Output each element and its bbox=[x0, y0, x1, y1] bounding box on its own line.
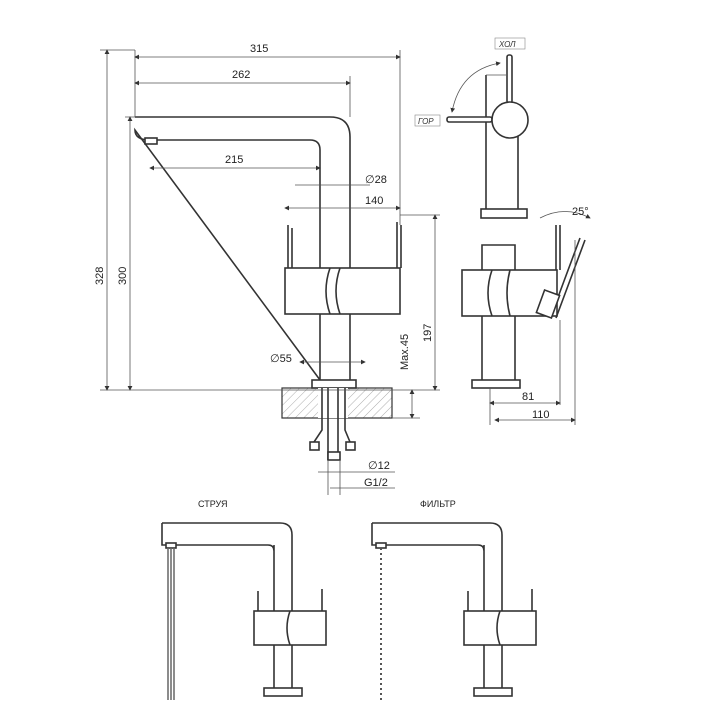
hot-label: ГОР bbox=[418, 117, 434, 126]
cold-label: ХОЛ bbox=[498, 40, 516, 49]
dim-300: 300 bbox=[117, 267, 129, 285]
dim-81: 81 bbox=[522, 391, 534, 403]
mode-filter-label: ФИЛЬТР bbox=[420, 499, 456, 509]
dim-110: 110 bbox=[532, 409, 550, 421]
dim-328: 328 bbox=[94, 267, 106, 285]
dim-140: 140 bbox=[365, 195, 383, 207]
aerator bbox=[144, 137, 158, 145]
dim-g12: G1/2 bbox=[364, 477, 388, 489]
dim-197: 197 bbox=[422, 324, 434, 342]
front-view bbox=[134, 116, 402, 461]
handle-body bbox=[284, 267, 401, 315]
dim-max45: Max.45 bbox=[399, 334, 411, 370]
mode-filter: ФИЛЬТР bbox=[371, 499, 537, 700]
dim-12: ∅12 bbox=[368, 460, 390, 472]
mode-stream-label: СТРУЯ bbox=[198, 499, 228, 509]
dim-215: 215 bbox=[225, 154, 243, 166]
dim-262: 262 bbox=[232, 69, 250, 81]
side-view-levers: ХОЛ ГОР bbox=[414, 37, 529, 219]
dim-315: 315 bbox=[250, 43, 268, 55]
dimension-lines bbox=[100, 49, 440, 495]
dim-55: ∅55 bbox=[270, 353, 292, 365]
hoses bbox=[313, 388, 351, 460]
side-view-profile bbox=[461, 211, 591, 425]
dim-25deg: 25° bbox=[572, 206, 589, 218]
dim-28: ∅28 bbox=[365, 174, 387, 186]
mode-stream: СТРУЯ bbox=[161, 499, 327, 700]
stream-flow bbox=[167, 548, 175, 700]
base-flange bbox=[311, 379, 357, 389]
handles bbox=[287, 222, 402, 268]
